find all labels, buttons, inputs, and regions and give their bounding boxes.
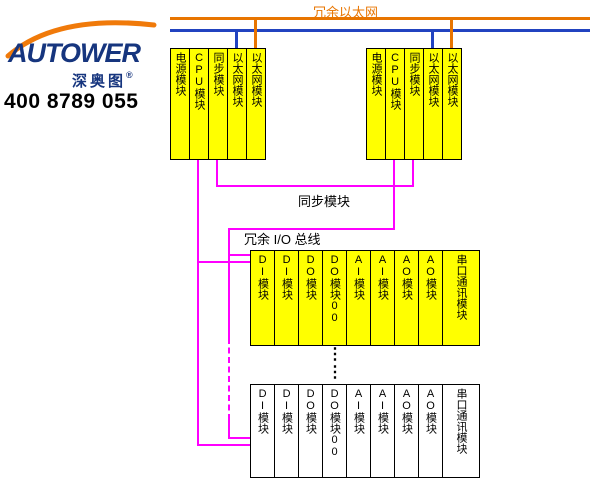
cpu-module: CPU模块 xyxy=(386,49,405,159)
ao-module-2: AO模块 xyxy=(419,385,443,477)
module-label: CPU模块 xyxy=(389,52,402,110)
di-module-1: DI模块 xyxy=(251,385,275,477)
ethernet-module-1: 以太网模块 xyxy=(228,49,247,159)
module-label: 以太网模块 xyxy=(231,52,244,107)
module-label: DI模块 xyxy=(256,388,269,434)
power-module: 电源模块 xyxy=(367,49,386,159)
continuation-dots-upper: ⋮ xyxy=(327,346,343,363)
logo-chinese-text: 深奥图 xyxy=(72,73,127,90)
io-bus-b-stub-rack1 xyxy=(228,254,252,256)
module-label: 串口通讯模块 xyxy=(455,388,468,454)
phone-number: 400 8789 055 xyxy=(4,90,139,113)
sync-module: 同步模块 xyxy=(209,49,228,159)
autower-logo: AUTOWER 深奥图® xyxy=(2,12,170,90)
module-label: DI模块 xyxy=(280,254,293,300)
module-label: DI模块 xyxy=(256,254,269,300)
ethernet-module-2: 以太网模块 xyxy=(247,49,265,159)
ai-module-1: AI模块 xyxy=(347,251,371,345)
ethernet-module-1: 以太网模块 xyxy=(424,49,443,159)
module-label: AO模块 xyxy=(400,254,413,300)
module-label: 电源模块 xyxy=(370,52,383,96)
io-bus-b-drop xyxy=(393,160,395,230)
module-label: AI模块 xyxy=(376,388,389,434)
ai-module-2: AI模块 xyxy=(371,385,395,477)
ethernet-bus-b-line xyxy=(170,29,590,32)
module-label: 电源模块 xyxy=(174,52,187,96)
do-module-2: DO模块00 xyxy=(323,251,347,345)
di-module-2: DI模块 xyxy=(275,385,299,477)
module-label: AI模块 xyxy=(352,388,365,434)
module-label: 以太网模块 xyxy=(250,52,263,107)
ethernet-drop-rack2-orange xyxy=(450,17,453,48)
sync-module: 同步模块 xyxy=(405,49,424,159)
module-label: AO模块 xyxy=(424,254,437,300)
di-module-1: DI模块 xyxy=(251,251,275,345)
serial-comm-module: 串口通讯模块 xyxy=(443,251,479,345)
ethernet-drop-rack2-blue xyxy=(431,29,434,48)
module-label: CPU模块 xyxy=(193,52,206,110)
sync-link-drop-right xyxy=(412,160,414,187)
module-label: DO模块 xyxy=(304,388,317,434)
module-label: AI模块 xyxy=(376,254,389,300)
controller-rack-1: 电源模块 CPU模块 同步模块 以太网模块 以太网模块 xyxy=(170,48,266,160)
do-module-1: DO模块 xyxy=(299,385,323,477)
sync-link-label: 同步模块 xyxy=(298,194,351,209)
cpu-module: CPU模块 xyxy=(190,49,209,159)
module-label: AO模块 xyxy=(400,388,413,434)
ao-module-2: AO模块 xyxy=(419,251,443,345)
ethernet-module-2: 以太网模块 xyxy=(443,49,461,159)
module-label: AI模块 xyxy=(352,254,365,300)
module-label: DO模块00 xyxy=(328,254,341,324)
ethernet-bus-a-line xyxy=(170,17,590,20)
ethernet-drop-rack1-orange xyxy=(254,17,257,48)
module-label: DI模块 xyxy=(280,388,293,434)
io-bus-b-stub-rack2 xyxy=(228,437,252,439)
io-bus-b-vertical-lower xyxy=(228,420,230,439)
ao-module-1: AO模块 xyxy=(395,251,419,345)
ai-module-2: AI模块 xyxy=(371,251,395,345)
io-rack-2: DI模块 DI模块 DO模块 DO模块00 AI模块 AI模块 AO模块 AO模… xyxy=(250,384,480,478)
power-module: 电源模块 xyxy=(171,49,190,159)
module-label: 以太网模块 xyxy=(446,52,459,107)
logo-swoosh-icon xyxy=(5,20,157,59)
module-label: DO模块00 xyxy=(328,388,341,458)
module-label: 串口通讯模块 xyxy=(455,254,468,320)
io-bus-b-vertical-upper xyxy=(228,228,230,338)
ai-module-1: AI模块 xyxy=(347,385,371,477)
do-module-1: DO模块 xyxy=(299,251,323,345)
io-rack-1: DI模块 DI模块 DO模块 DO模块00 AI模块 AI模块 AO模块 AO模… xyxy=(250,250,480,346)
di-module-2: DI模块 xyxy=(275,251,299,345)
io-bus-b-horizontal xyxy=(228,228,395,230)
module-label: 同步模块 xyxy=(408,52,421,96)
registered-mark: ® xyxy=(126,70,133,80)
do-module-2: DO模块00 xyxy=(323,385,347,477)
logo-wordmark: AUTOWER xyxy=(8,38,141,68)
module-label: DO模块 xyxy=(304,254,317,300)
ao-module-1: AO模块 xyxy=(395,385,419,477)
sync-link-line xyxy=(216,185,414,187)
redundant-io-bus-label: 冗余 I/O 总线 xyxy=(244,232,321,247)
logo-chinese-name: 深奥图® xyxy=(72,70,133,91)
continuation-dots-lower: ⋮ xyxy=(327,364,343,381)
controller-rack-2: 电源模块 CPU模块 同步模块 以太网模块 以太网模块 xyxy=(366,48,462,160)
io-bus-a-vertical xyxy=(197,160,199,446)
module-label: 同步模块 xyxy=(212,52,225,96)
module-label: AO模块 xyxy=(424,388,437,434)
module-label: 以太网模块 xyxy=(427,52,440,107)
ethernet-drop-rack1-blue xyxy=(235,29,238,48)
io-bus-b-vertical-dashed xyxy=(228,338,230,420)
redundant-ethernet-label: 冗余以太网 xyxy=(313,5,379,20)
io-bus-a-stub-rack1 xyxy=(197,261,251,263)
serial-comm-module: 串口通讯模块 xyxy=(443,385,479,477)
io-bus-a-stub-rack2 xyxy=(197,444,251,446)
sync-link-drop-left xyxy=(216,160,218,187)
